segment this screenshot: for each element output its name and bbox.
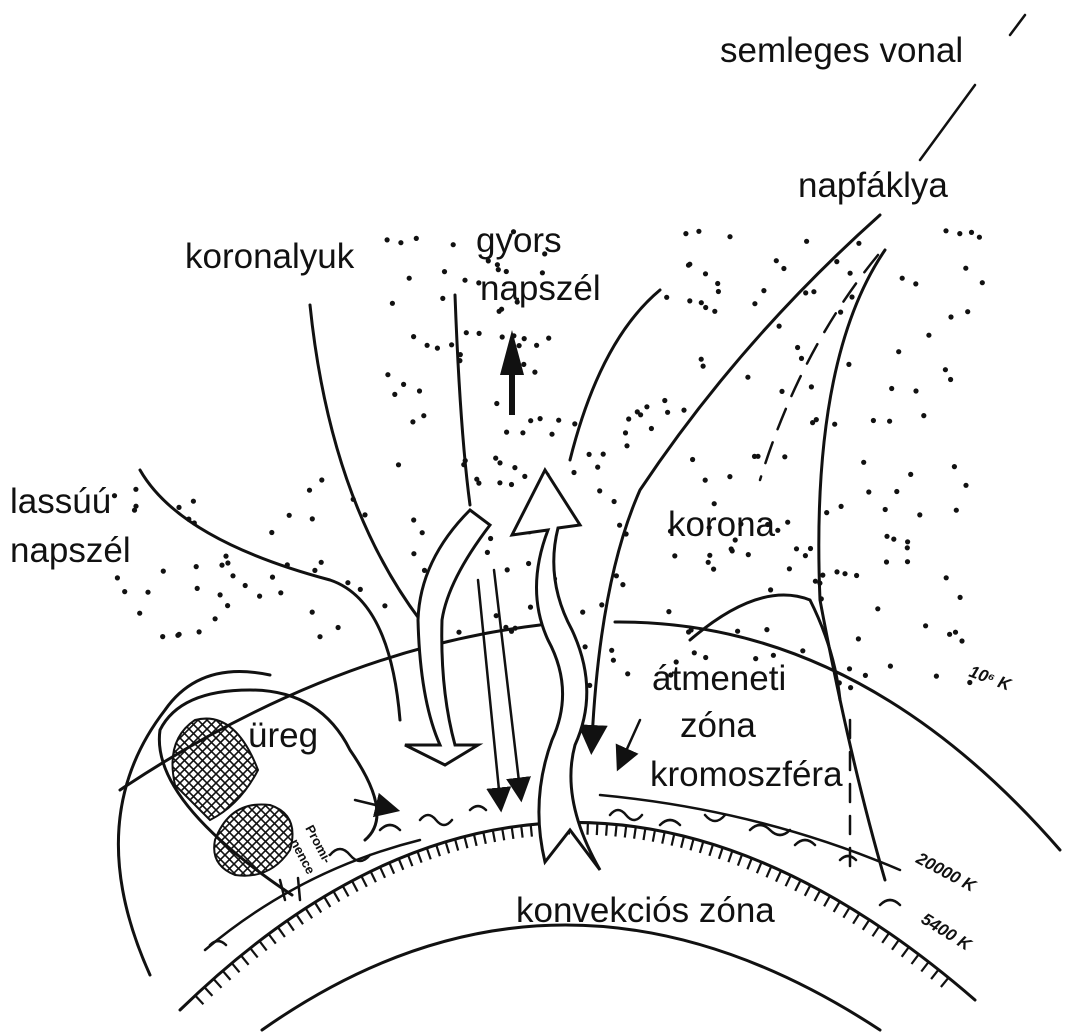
label-chromosphere: kromoszféra — [650, 755, 843, 794]
coronal-hole-downflow-arrow — [405, 510, 490, 765]
chromo-downflow-1 — [478, 580, 500, 800]
label-temp-chromosphere: 20000 K — [912, 848, 980, 896]
label-transition-1: átmeneti — [652, 659, 786, 698]
prominence-support — [280, 878, 300, 900]
label-temp-corona: 10⁶ K — [967, 662, 1015, 695]
flare-dashed-line — [760, 255, 878, 480]
chromo-downflow-4 — [355, 800, 388, 808]
chromo-downflow-2 — [494, 570, 520, 790]
fast-wind-upflow-arrow — [512, 470, 600, 870]
label-fast-wind-2: napszél — [480, 269, 601, 308]
coronal-hole-field-line-2 — [455, 295, 470, 505]
label-flare: napfáklya — [798, 166, 948, 205]
label-slow-wind-1: lassúú — [10, 482, 111, 521]
label-neutral-line: semleges vonal — [720, 31, 963, 70]
fast-wind-field-line — [570, 290, 660, 460]
fast-wind-solid-arrow — [500, 330, 524, 415]
label-corona: korona — [668, 505, 776, 544]
label-transition-2: zóna — [680, 706, 756, 745]
label-fast-wind-1: gyors — [476, 221, 562, 260]
label-coronal-hole: koronalyuk — [185, 237, 355, 276]
label-temp-photosphere: 5400 K — [918, 909, 976, 955]
coronal-hole-field-line — [310, 305, 420, 620]
prominence-crosshatch-lower — [214, 804, 292, 875]
label-slow-wind-2: napszél — [10, 531, 131, 570]
chromo-downflow-3 — [622, 720, 640, 760]
label-cavity: üreg — [248, 716, 318, 755]
label-convection-zone: konvekciós zóna — [516, 891, 775, 930]
convection-zone-arc — [262, 925, 880, 1030]
